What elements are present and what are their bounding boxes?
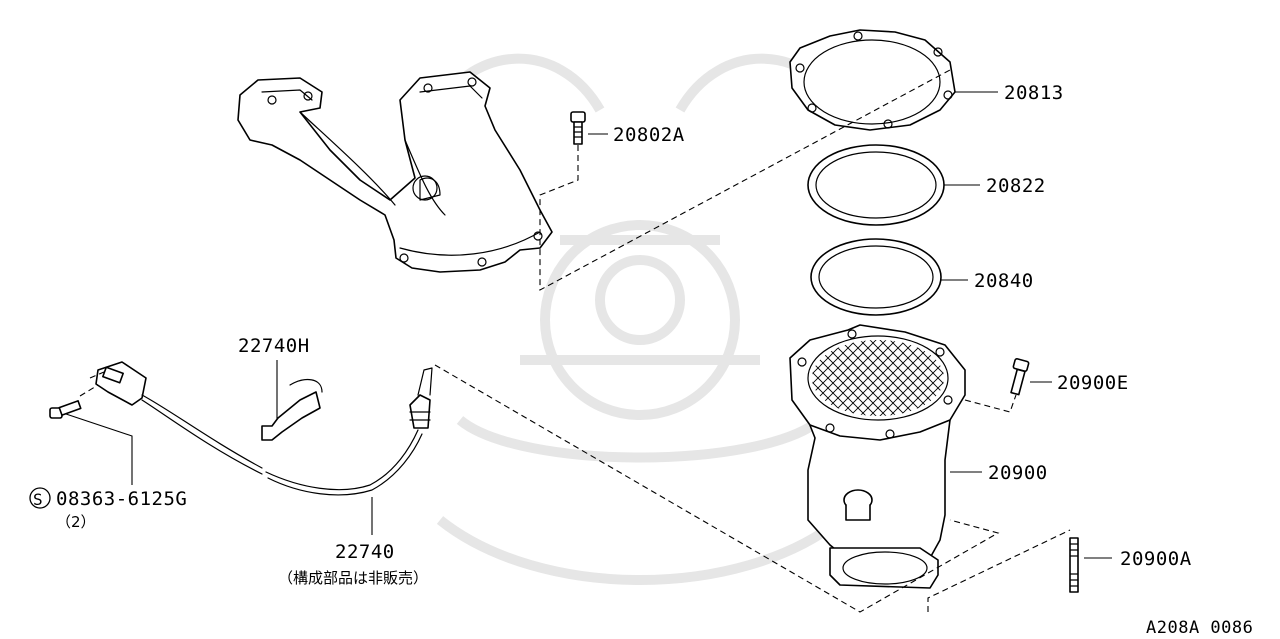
diagram-id: A208A 0086 xyxy=(1146,618,1253,638)
assembly-lines xyxy=(79,69,1071,613)
label-08363-qty: （2） xyxy=(56,513,96,531)
label-20900e: 20900E xyxy=(1057,372,1129,394)
label-20813: 20813 xyxy=(1004,82,1064,104)
oxygen-sensor-22740 xyxy=(95,361,433,496)
label-20840: 20840 xyxy=(974,270,1034,292)
label-08363-6125g: 08363-6125G xyxy=(56,488,187,510)
exhaust-manifold xyxy=(237,71,553,273)
bolt-20900e xyxy=(1010,358,1030,396)
stud-20900a xyxy=(1069,537,1079,593)
label-22740-note: （構成部品は非販売） xyxy=(278,569,428,587)
watermark-emblem xyxy=(425,53,855,585)
bolt-20802a xyxy=(570,111,586,145)
clamp-22740h xyxy=(261,378,323,441)
label-20900a: 20900A xyxy=(1120,548,1192,570)
bolt-08363-6125g xyxy=(49,400,82,419)
leader-lines xyxy=(65,91,1112,559)
label-08363-6125g-group: S 08363-6125G （2） xyxy=(29,487,187,531)
label-20822: 20822 xyxy=(986,175,1046,197)
s-symbol-letter: S xyxy=(33,490,43,509)
seal-ring-20840 xyxy=(810,238,942,316)
converter-mesh xyxy=(812,340,944,416)
label-20802a: 20802A xyxy=(613,124,685,146)
seal-ring-20822 xyxy=(807,144,945,226)
s-symbol-circle xyxy=(29,487,51,509)
catalytic-converter-20900 xyxy=(789,324,966,589)
label-20900: 20900 xyxy=(988,462,1048,484)
label-22740: 22740 xyxy=(335,541,395,563)
label-22740h: 22740H xyxy=(238,335,310,357)
